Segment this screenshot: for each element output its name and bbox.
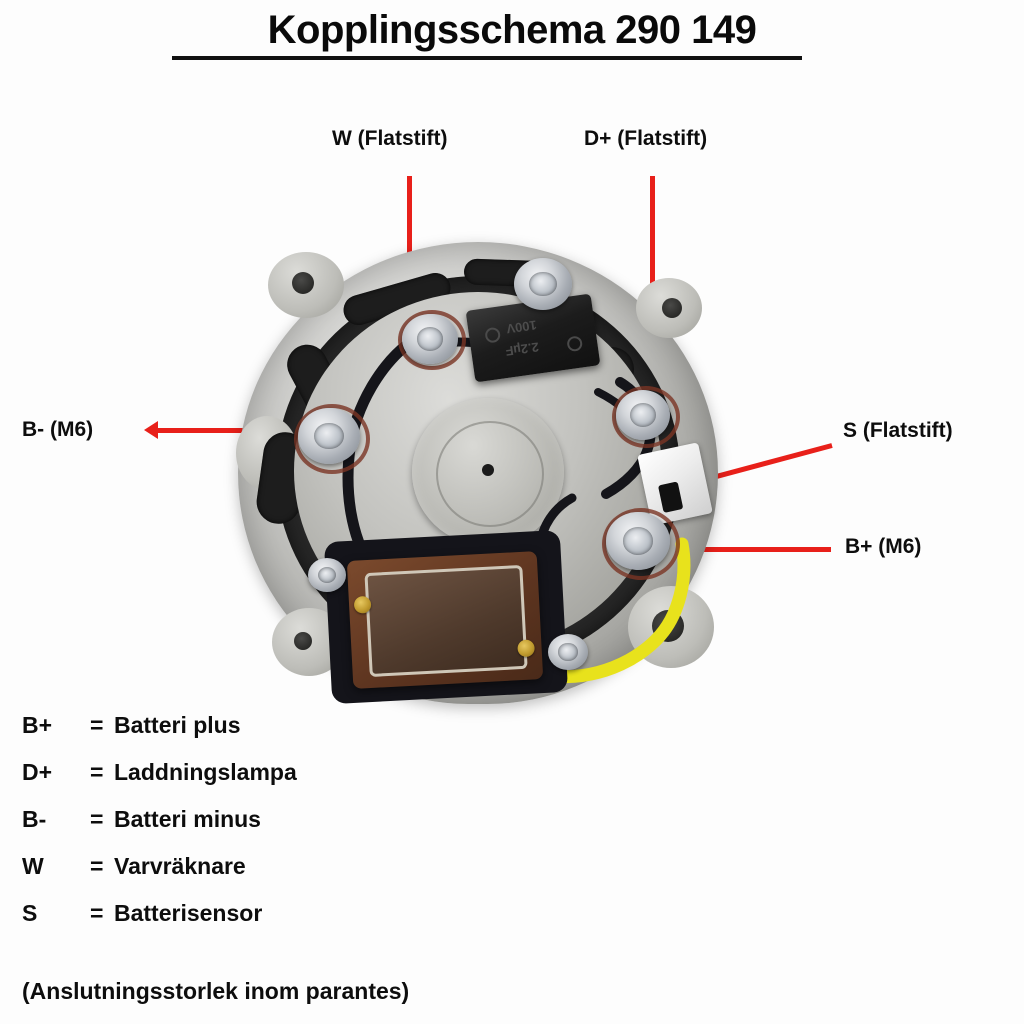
- legend-value: Batterisensor: [114, 900, 263, 926]
- legend-row: W = Varvräknare: [22, 853, 542, 900]
- terminal-stud-d-plus: [616, 390, 670, 440]
- callout-label-w: W (Flatstift): [332, 127, 448, 150]
- legend-row: B- = Batteri minus: [22, 806, 542, 853]
- legend-key: W: [22, 853, 44, 879]
- legend-value: Varvräknare: [114, 853, 246, 879]
- callout-label-b-plus: B+ (M6): [845, 535, 922, 558]
- terminal-stud-top: [514, 258, 572, 310]
- leader-line-b-plus: [655, 547, 831, 552]
- voltage-regulator: [346, 551, 544, 689]
- legend-equals: =: [90, 900, 104, 926]
- terminal-stud-ground: [308, 558, 346, 592]
- legend-key: D+: [22, 759, 53, 785]
- capacitor-capacitance-text: 2.2µF: [504, 339, 540, 359]
- mounting-hole-top-right: [662, 298, 682, 318]
- callout-label-b-minus: B- (M6): [22, 418, 94, 441]
- regulator-screw-right: [517, 639, 536, 658]
- terminal-stud-w: [402, 314, 458, 364]
- terminal-stud-yellow: [548, 634, 588, 670]
- regulator-cover: [364, 564, 528, 678]
- legend-key: B+: [22, 712, 53, 738]
- leader-line-b-minus: [152, 428, 327, 433]
- legend-value: Laddningslampa: [114, 759, 297, 785]
- legend-key: B-: [22, 806, 47, 832]
- legend-value: Batteri minus: [114, 806, 261, 832]
- wire-yellow: [531, 537, 691, 684]
- callout-label-s: S (Flatstift): [843, 419, 953, 442]
- legend-row: B+ = Batteri plus: [22, 712, 542, 759]
- callout-label-d-plus: D+ (Flatstift): [584, 127, 708, 150]
- legend-row: D+ = Laddningslampa: [22, 759, 542, 806]
- terminal-stud-b-plus: [606, 512, 670, 570]
- center-boss: [412, 398, 564, 546]
- footnote: (Anslutningsstorlek inom parantes): [22, 978, 410, 1004]
- connector-slot: [657, 481, 684, 513]
- terminal-ring-dplus: [612, 386, 680, 448]
- legend-value: Batteri plus: [114, 712, 241, 738]
- center-boss-ring: [436, 421, 544, 527]
- legend-equals: =: [90, 712, 104, 738]
- title-underline: [172, 56, 802, 60]
- arrowhead-b-minus: [144, 421, 158, 439]
- capacitor-mark-2: [566, 335, 584, 353]
- terminal-stud-b-minus: [298, 408, 360, 464]
- legend-equals: =: [90, 806, 104, 832]
- legend-key: S: [22, 900, 38, 926]
- terminal-ring-w: [398, 310, 466, 370]
- alternator-photo: 100V 2.2µF: [232, 236, 738, 710]
- capacitor-mark-1: [484, 326, 502, 344]
- legend-equals: =: [90, 759, 104, 785]
- page-title: Kopplingsschema 290 149: [267, 8, 757, 52]
- mounting-hole-bottom-left: [294, 632, 312, 650]
- legend-equals: =: [90, 853, 104, 879]
- capacitor-voltage-text: 100V: [505, 317, 538, 337]
- legend-row: S = Batterisensor: [22, 900, 542, 947]
- legend: B+ = Batteri plus D+ = Laddningslampa B-…: [22, 712, 542, 947]
- mounting-hole-top-left: [292, 272, 314, 294]
- center-boss-hole: [482, 464, 494, 476]
- terminal-ring-bminus: [294, 404, 370, 474]
- terminal-ring-bplus: [602, 508, 680, 580]
